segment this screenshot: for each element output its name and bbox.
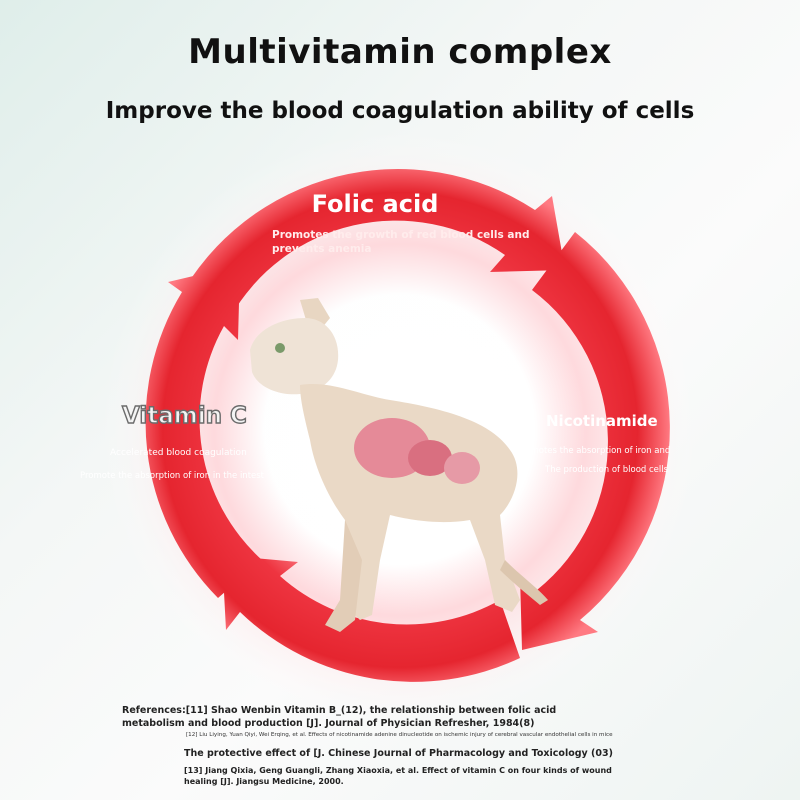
cycle-arrow-bottom bbox=[222, 555, 520, 682]
cycle-arrow-right bbox=[520, 232, 670, 650]
nicotinamide-description-2: The production of blood cells bbox=[545, 465, 669, 475]
cat-illustration bbox=[250, 298, 548, 632]
cycle-arrow-top bbox=[178, 169, 565, 318]
reference-1: References:[11] Shao Wenbin Vitamin B_(1… bbox=[122, 705, 557, 729]
vitamin-c-description-1: Accelerated blood coagulation bbox=[110, 448, 247, 458]
nicotinamide-label: Nicotinamide bbox=[546, 412, 658, 430]
reference-4: [13] Jiang Qixia, Geng Guangli, Zhang Xi… bbox=[184, 766, 612, 786]
reference-2: [12] Liu Liying, Yuan Qiyi, Wei Erqing, … bbox=[186, 732, 613, 738]
page-subtitle: Improve the blood coagulation ability of… bbox=[105, 98, 695, 124]
folic-acid-label: Folic acid bbox=[311, 190, 439, 218]
folic-acid-description: Promotes the growth of red blood cells a… bbox=[272, 229, 530, 255]
vitamin-c-label: Vitamin C bbox=[121, 402, 247, 429]
cycle-arrow-left bbox=[145, 265, 262, 598]
vitamin-c-description-2: Promote the absorption of iron in the in… bbox=[80, 471, 265, 481]
nicotinamide-description-1: Promotes the absorption of iron and bbox=[517, 446, 671, 456]
page-title: Multivitamin complex bbox=[188, 32, 612, 72]
reference-3: The protective effect of [J. Chinese Jou… bbox=[184, 748, 613, 759]
